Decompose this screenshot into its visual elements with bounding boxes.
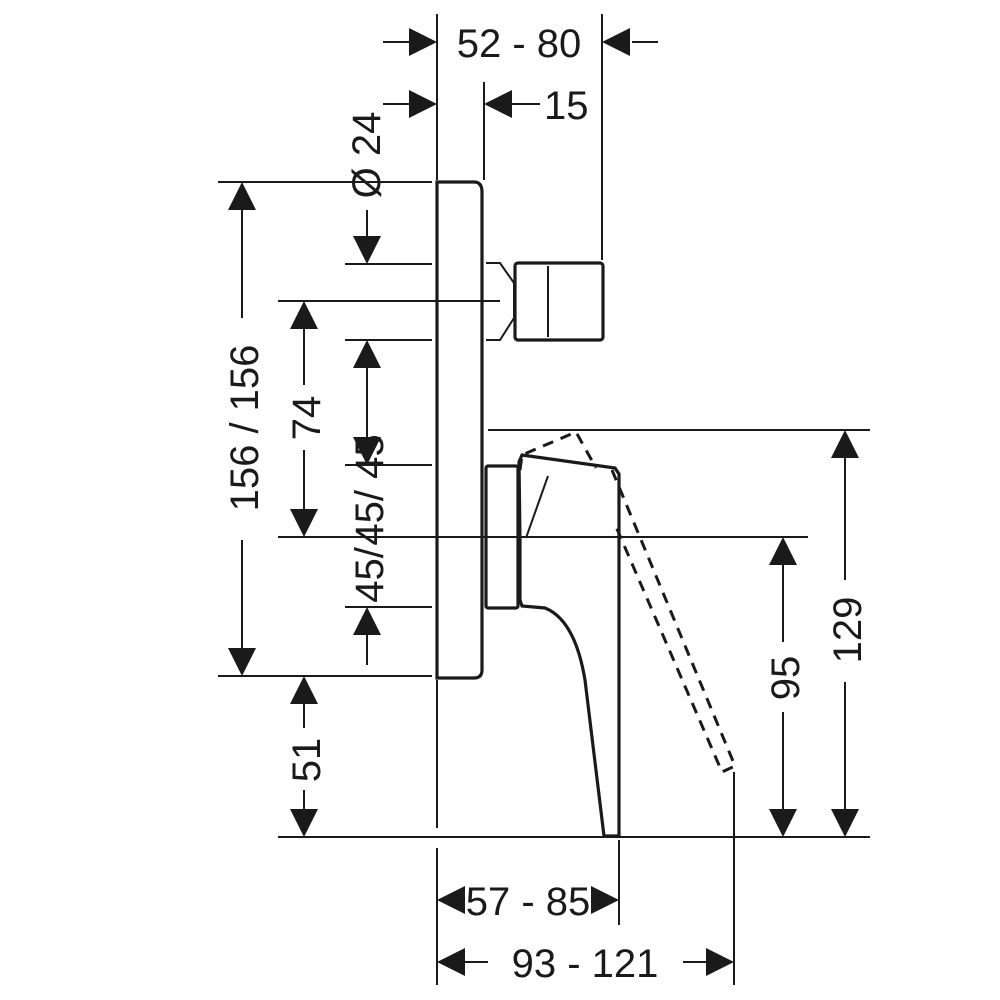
dimension-arrows xyxy=(228,28,859,976)
diverter-knob xyxy=(513,261,605,342)
dim-lever-reach: 57 - 85 xyxy=(466,880,591,924)
dim-spindle-spacing: 74 xyxy=(285,396,329,441)
lever-handle xyxy=(517,453,621,838)
wall-plate xyxy=(435,180,484,680)
dim-top-offset: 15 xyxy=(544,84,589,128)
dim-total-height: 129 xyxy=(826,597,870,664)
lever-handle-alt xyxy=(518,430,737,775)
dim-lower-half: 45/ xyxy=(348,546,392,602)
fitting-outline xyxy=(435,180,737,838)
dim-upper-half: 45/ 45 xyxy=(348,434,392,545)
extension-lines xyxy=(218,14,870,985)
dim-total-reach: 93 - 121 xyxy=(512,942,659,986)
dim-diameter: Ø 24 xyxy=(345,112,389,199)
dimension-labels: 52 - 80 15 Ø 24 156 / 156 74 45/ 45 45/ … xyxy=(223,22,870,986)
dim-spout-height: 95 xyxy=(764,656,808,701)
dim-floor-clearance: 51 xyxy=(285,738,329,783)
dim-overall-height: 156 / 156 xyxy=(223,345,267,512)
lever-handle-edge xyxy=(525,475,549,539)
dim-top-width: 52 - 80 xyxy=(457,22,582,66)
